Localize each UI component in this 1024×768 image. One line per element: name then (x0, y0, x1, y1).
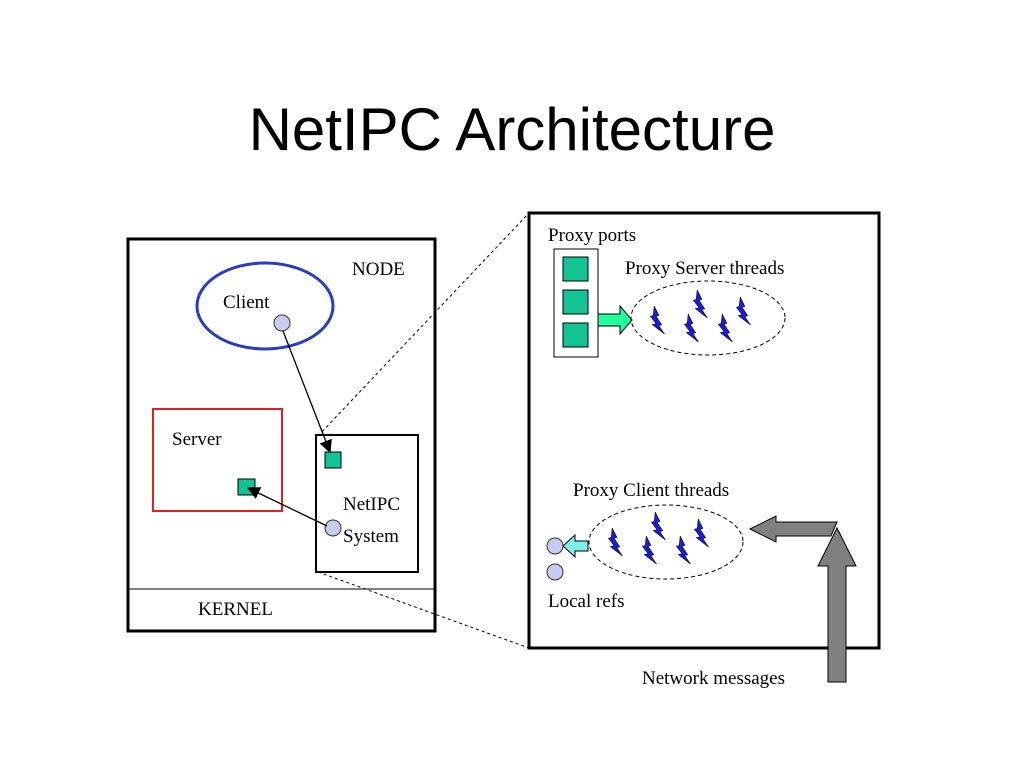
kernel-label: KERNEL (198, 599, 273, 620)
zoom-line-bottom (317, 571, 530, 649)
page-title: NetIPC Architecture (248, 96, 776, 163)
proxy-ports (553, 248, 599, 358)
proxy-server-threads (630, 280, 786, 356)
node-label: NODE (352, 259, 405, 280)
client-threads-ellipse (588, 504, 744, 580)
proxy-port (562, 322, 589, 348)
server-label: Server (172, 429, 222, 450)
proxy-port (562, 256, 589, 282)
client-label: Client (223, 292, 270, 313)
network-messages-label: Network messages (642, 668, 785, 689)
client-to-netipc-arrow (282, 330, 332, 454)
local-ref (546, 563, 564, 581)
client-threads-to-local-refs-arrow (562, 533, 589, 559)
proxy-client-threads (588, 504, 744, 580)
proxy-ports-label: Proxy ports (548, 225, 636, 246)
client-port-ref (273, 314, 291, 332)
server-threads-ellipse (630, 280, 786, 356)
server-box (152, 408, 283, 512)
server-port (237, 478, 256, 496)
network-messages-up-arrow (817, 526, 857, 683)
network-messages-left-arrow (748, 515, 838, 543)
server-process: Server (152, 408, 283, 512)
ports-to-server-threads-arrow (597, 304, 633, 336)
netipc-local-ref (324, 519, 342, 537)
netipc-to-server-arrow (246, 487, 328, 527)
proxy-port (562, 289, 589, 315)
netipc-label-line2: System (343, 526, 399, 547)
local-refs-label: Local refs (548, 591, 624, 612)
client-process: Client (195, 261, 335, 351)
netipc-system: NetIPC System (315, 434, 419, 573)
proxy-client-threads-label: Proxy Client threads (573, 480, 729, 501)
netipc-label-line1: NetIPC (343, 494, 400, 515)
netipc-proxy-port (324, 451, 342, 469)
local-ref (546, 537, 564, 555)
client-ellipse (195, 261, 335, 351)
proxy-server-threads-label: Proxy Server threads (625, 258, 784, 279)
